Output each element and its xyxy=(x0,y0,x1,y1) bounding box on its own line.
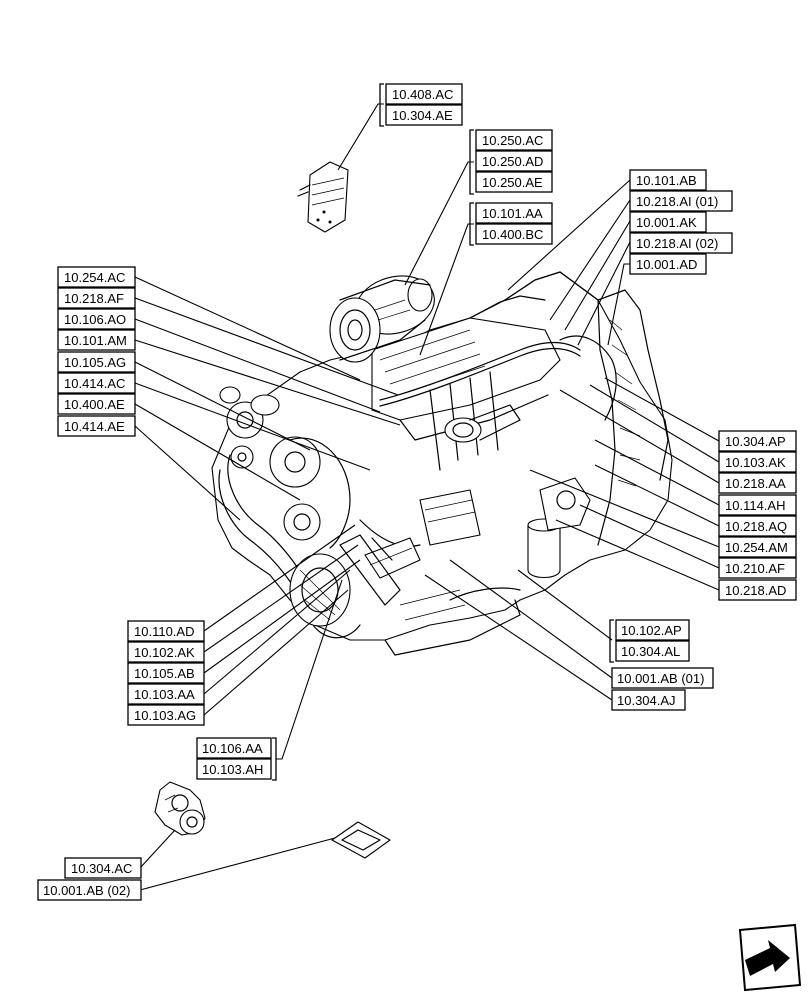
svg-text:10.218.AA: 10.218.AA xyxy=(725,476,786,491)
svg-text:10.102.AK: 10.102.AK xyxy=(134,645,195,660)
svg-text:10.102.AP: 10.102.AP xyxy=(621,623,682,638)
svg-text:10.103.AA: 10.103.AA xyxy=(134,687,195,702)
svg-text:10.001.AB (01): 10.001.AB (01) xyxy=(617,671,704,686)
label-10-101-am[interactable]: 10.101.AM xyxy=(57,329,136,351)
label-10-102-ak[interactable]: 10.102.AK xyxy=(127,641,205,663)
svg-text:10.103.AK: 10.103.AK xyxy=(725,455,786,470)
label-10-250-ae[interactable]: 10.250.AE xyxy=(475,171,553,193)
svg-text:10.304.AL: 10.304.AL xyxy=(621,644,680,659)
svg-text:10.250.AE: 10.250.AE xyxy=(482,175,543,190)
label-10-254-ac[interactable]: 10.254.AC xyxy=(57,266,136,288)
label-10-254-am[interactable]: 10.254.AM xyxy=(718,536,797,558)
label-10-218-ad[interactable]: 10.218.AD xyxy=(718,579,797,601)
label-10-304-ap[interactable]: 10.304.AP xyxy=(718,430,797,452)
label-10-218-ai-02[interactable]: 10.218.AI (02) xyxy=(629,232,733,254)
svg-text:10.110.AD: 10.110.AD xyxy=(134,624,194,639)
label-10-408-ac[interactable]: 10.408.AC xyxy=(385,83,463,105)
oil-pump xyxy=(154,781,206,836)
label-10-106-aa[interactable]: 10.106.AA xyxy=(196,737,272,759)
label-10-001-ad[interactable]: 10.001.AD xyxy=(629,253,707,275)
label-10-105-ag[interactable]: 10.105.AG xyxy=(57,351,136,373)
svg-text:10.218.AQ: 10.218.AQ xyxy=(725,519,787,534)
svg-text:10.414.AC: 10.414.AC xyxy=(64,376,125,391)
label-10-414-ae[interactable]: 10.414.AE xyxy=(57,415,136,437)
label-10-102-ap[interactable]: 10.102.AP xyxy=(615,619,690,641)
label-10-106-ao[interactable]: 10.106.AO xyxy=(57,308,136,330)
svg-text:10.105.AG: 10.105.AG xyxy=(64,355,126,370)
label-10-218-aq[interactable]: 10.218.AQ xyxy=(718,515,797,537)
svg-text:10.105.AB: 10.105.AB xyxy=(134,666,195,681)
label-10-250-ad[interactable]: 10.250.AD xyxy=(475,150,553,172)
filter-canister xyxy=(527,477,591,579)
label-10-304-al[interactable]: 10.304.AL xyxy=(615,640,690,662)
svg-text:10.218.AI (02): 10.218.AI (02) xyxy=(636,236,718,251)
next-page-arrow-icon[interactable] xyxy=(738,923,802,992)
label-10-001-ab-02[interactable]: 10.001.AB (02) xyxy=(37,879,142,901)
label-10-210-af[interactable]: 10.210.AF xyxy=(718,557,797,579)
svg-text:10.106.AA: 10.106.AA xyxy=(202,741,263,756)
callout-labels: 10.408.AC 10.304.AE 10.250.AC 10.250.AD … xyxy=(37,83,797,901)
label-10-304-ae[interactable]: 10.304.AE xyxy=(385,104,463,126)
svg-text:10.218.AD: 10.218.AD xyxy=(725,583,786,598)
label-10-103-ag[interactable]: 10.103.AG xyxy=(127,704,205,726)
label-10-101-ab[interactable]: 10.101.AB xyxy=(629,169,707,191)
label-10-103-aa[interactable]: 10.103.AA xyxy=(127,683,205,705)
svg-text:10.001.AD: 10.001.AD xyxy=(636,257,697,272)
svg-text:10.101.AA: 10.101.AA xyxy=(482,206,543,221)
svg-text:10.106.AO: 10.106.AO xyxy=(64,312,126,327)
svg-text:10.250.AD: 10.250.AD xyxy=(482,154,543,169)
svg-text:10.250.AC: 10.250.AC xyxy=(482,133,543,148)
label-10-400-ae[interactable]: 10.400.AE xyxy=(57,393,136,415)
svg-text:10.103.AH: 10.103.AH xyxy=(202,762,263,777)
svg-text:10.304.AC: 10.304.AC xyxy=(71,861,132,876)
leader-lines xyxy=(134,103,720,891)
svg-text:10.254.AM: 10.254.AM xyxy=(725,540,788,555)
intake-manifold xyxy=(359,404,521,579)
label-10-400-bc[interactable]: 10.400.BC xyxy=(475,223,553,245)
svg-text:10.103.AG: 10.103.AG xyxy=(134,708,196,723)
label-10-414-ac[interactable]: 10.414.AC xyxy=(57,372,136,394)
label-10-304-aj[interactable]: 10.304.AJ xyxy=(611,689,686,711)
svg-text:10.304.AE: 10.304.AE xyxy=(392,108,453,123)
label-10-218-aa[interactable]: 10.218.AA xyxy=(718,472,797,494)
svg-text:10.101.AM: 10.101.AM xyxy=(64,333,127,348)
label-10-105-ab[interactable]: 10.105.AB xyxy=(127,662,205,684)
svg-text:10.218.AF: 10.218.AF xyxy=(64,291,124,306)
label-10-304-ac[interactable]: 10.304.AC xyxy=(64,857,142,879)
label-10-218-af[interactable]: 10.218.AF xyxy=(57,287,136,309)
svg-text:10.400.BC: 10.400.BC xyxy=(482,227,543,242)
label-10-001-ab-01[interactable]: 10.001.AB (01) xyxy=(611,667,714,689)
svg-text:10.408.AC: 10.408.AC xyxy=(392,87,453,102)
svg-text:10.114.AH: 10.114.AH xyxy=(725,498,785,513)
gasket xyxy=(331,821,391,859)
svg-text:10.304.AJ: 10.304.AJ xyxy=(617,693,676,708)
svg-text:10.254.AC: 10.254.AC xyxy=(64,270,125,285)
label-10-103-ah[interactable]: 10.103.AH xyxy=(196,758,272,780)
svg-text:10.101.AB: 10.101.AB xyxy=(636,173,697,188)
label-10-103-ak[interactable]: 10.103.AK xyxy=(718,451,797,473)
pulley-system xyxy=(218,386,361,639)
engine-illustration xyxy=(154,161,673,859)
svg-text:10.001.AB (02): 10.001.AB (02) xyxy=(43,883,130,898)
label-10-110-ad[interactable]: 10.110.AD xyxy=(127,620,205,642)
label-10-001-ak[interactable]: 10.001.AK xyxy=(629,211,707,233)
label-10-101-aa[interactable]: 10.101.AA xyxy=(475,202,553,224)
sensor-module xyxy=(297,161,349,233)
label-10-114-ah[interactable]: 10.114.AH xyxy=(718,494,797,516)
svg-text:10.414.AE: 10.414.AE xyxy=(64,419,125,434)
svg-text:10.304.AP: 10.304.AP xyxy=(725,434,786,449)
label-10-218-ai-01[interactable]: 10.218.AI (01) xyxy=(629,190,733,212)
svg-text:10.218.AI (01): 10.218.AI (01) xyxy=(636,194,718,209)
turbocharger xyxy=(329,275,435,363)
svg-text:10.400.AE: 10.400.AE xyxy=(64,397,125,412)
label-10-250-ac[interactable]: 10.250.AC xyxy=(475,129,553,151)
svg-text:10.210.AF: 10.210.AF xyxy=(725,561,785,576)
svg-text:10.001.AK: 10.001.AK xyxy=(636,215,697,230)
